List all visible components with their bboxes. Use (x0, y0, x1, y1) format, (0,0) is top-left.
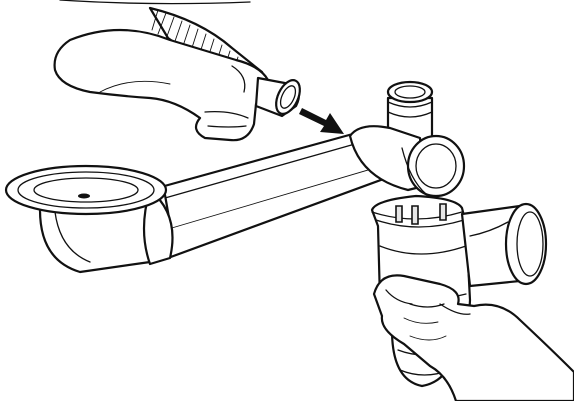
side-outlet (462, 204, 546, 286)
sink-edge-line (60, 0, 250, 4)
hose-end-cap (256, 76, 305, 117)
hand-left (55, 30, 269, 140)
sink-drain-bowl (6, 166, 173, 272)
hand-right (374, 275, 574, 401)
insertion-arrow (299, 108, 344, 134)
